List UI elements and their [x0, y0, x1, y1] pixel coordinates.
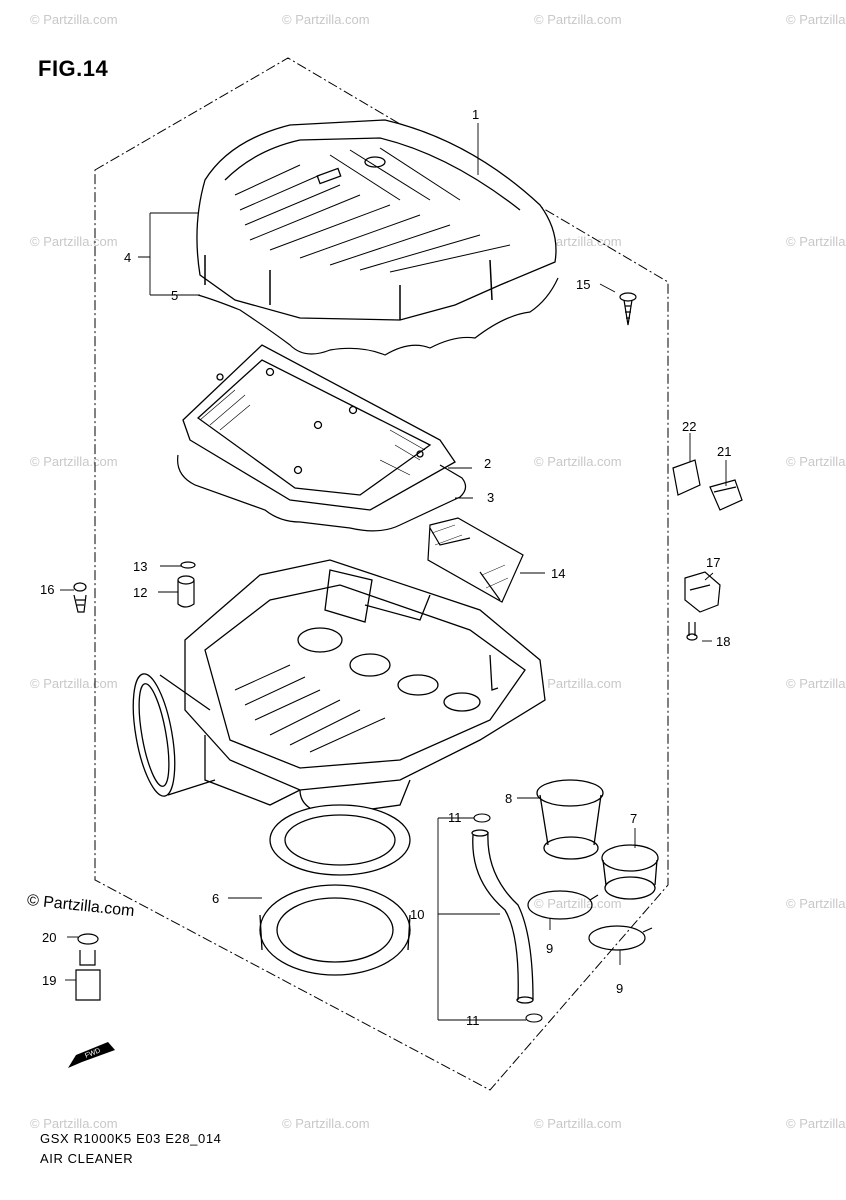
connector-part-22	[672, 459, 701, 496]
callout-6: 6	[212, 891, 219, 906]
watermark: © Partzilla.com	[30, 454, 118, 469]
callout-9: 9	[546, 941, 553, 956]
leader-lines	[60, 123, 727, 1021]
boot-part-7	[601, 844, 659, 900]
boot-part-8	[536, 779, 604, 860]
intake-duct	[132, 673, 216, 797]
clip-part-11	[473, 813, 543, 1023]
upper-case-part	[196, 119, 557, 321]
watermark: © Partzilla.com	[30, 12, 118, 27]
callout-labels: 1 2 3 4 5 6 7 8 9 9 10 11 11 12 13 14 15…	[40, 107, 731, 1028]
callout-22: 22	[682, 419, 696, 434]
callout-4: 4	[124, 250, 131, 265]
watermark: © Partzilla.com	[282, 12, 370, 27]
watermark: © Partzilla.com	[786, 896, 846, 911]
watermark: © Partzilla.com	[534, 896, 622, 911]
callout-7: 7	[630, 811, 637, 826]
callout-9: 9	[616, 981, 623, 996]
watermark: © Partzilla.com	[30, 676, 118, 691]
watermark: © Partzilla.com	[786, 1116, 846, 1131]
figure-title: FIG.14	[38, 56, 109, 81]
screw-part-15	[619, 292, 637, 326]
bolt-part-16	[73, 582, 87, 613]
foam-element-part-14	[427, 517, 524, 603]
assembly-boundary	[94, 57, 669, 1091]
section-name: AIR CLEANER	[40, 1151, 134, 1166]
sensor-part-19	[75, 950, 101, 1001]
callout-20: 20	[42, 930, 56, 945]
callout-19: 19	[42, 973, 56, 988]
watermark: © Partzilla.com	[282, 1116, 370, 1131]
sensor-part-17	[684, 571, 721, 613]
callout-10: 10	[410, 907, 424, 922]
callout-1: 1	[472, 107, 479, 122]
callout-3: 3	[487, 490, 494, 505]
clamp-part-9	[527, 890, 653, 951]
callout-8: 8	[505, 791, 512, 806]
callout-17: 17	[706, 555, 720, 570]
funnel-part-6	[259, 804, 411, 976]
connector-part-21	[709, 479, 743, 511]
case-seal-part	[197, 277, 559, 356]
watermark: © Partzilla.com	[534, 12, 622, 27]
watermark: © Partzilla.com	[534, 1116, 622, 1131]
callout-14: 14	[551, 566, 565, 581]
lower-case-part	[184, 559, 546, 816]
callout-21: 21	[717, 444, 731, 459]
hose-part-10	[471, 829, 534, 1004]
watermark: © Partzilla.com	[786, 676, 846, 691]
filter-seal-part	[177, 454, 467, 532]
watermark: © Partzilla.com	[786, 12, 846, 27]
callout-16: 16	[40, 582, 54, 597]
cap-part-12	[177, 575, 195, 608]
watermark: © Partzilla.com	[30, 1116, 118, 1131]
callout-2: 2	[484, 456, 491, 471]
watermark: © Partzilla.com	[30, 234, 118, 249]
callout-12: 12	[133, 585, 147, 600]
watermark: © Partzilla.com	[534, 454, 622, 469]
callout-15: 15	[576, 277, 590, 292]
callout-13: 13	[133, 559, 147, 574]
forward-arrow-icon: FWD	[68, 1042, 115, 1068]
callout-5: 5	[171, 288, 178, 303]
watermark: © Partzilla.com	[786, 234, 846, 249]
callout-11: 11	[448, 810, 462, 825]
callout-11: 11	[466, 1013, 480, 1028]
washer-part-20	[77, 933, 99, 945]
watermark: © Partzilla.com	[534, 676, 622, 691]
filter-element-part	[182, 344, 456, 511]
watermark: © Partzilla.com	[786, 454, 846, 469]
bolt-part-18	[686, 622, 698, 641]
callout-18: 18	[716, 634, 730, 649]
clamp-part-13	[180, 561, 196, 569]
diagram-code: GSX R1000K5 E03 E28_014	[40, 1131, 222, 1146]
